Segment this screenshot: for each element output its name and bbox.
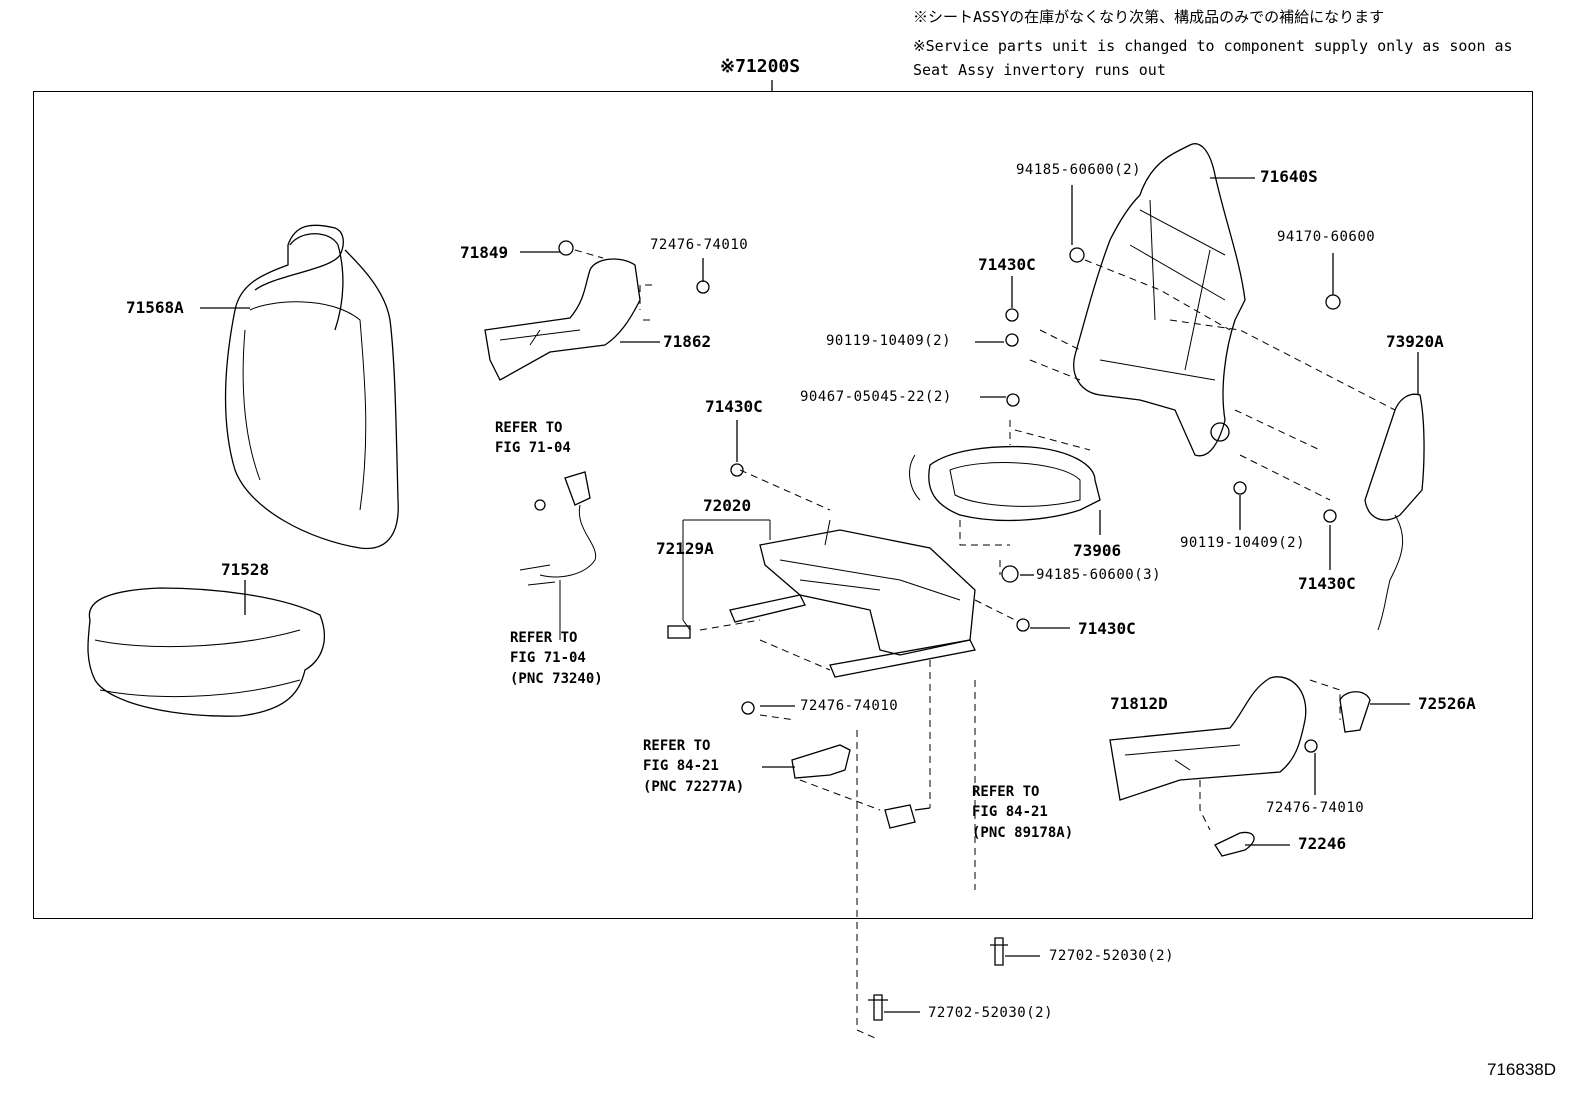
part-72476-74010-right[interactable]: 72476-74010: [1266, 800, 1365, 816]
part-72702-52030-lower[interactable]: 72702-52030(2): [928, 1005, 1054, 1021]
part-90119-10409-2-upper[interactable]: 90119-10409(2): [826, 333, 952, 349]
part-72702-52030-upper[interactable]: 72702-52030(2): [1049, 948, 1175, 964]
part-72246[interactable]: 72246: [1298, 834, 1347, 853]
part-71430C-cushion[interactable]: 71430C: [1078, 619, 1136, 638]
part-94170-60600[interactable]: 94170-60600: [1277, 229, 1376, 245]
part-71568A[interactable]: 71568A: [126, 298, 184, 317]
figure-id: 716838D: [1487, 1060, 1557, 1079]
upper-trim-drawing: [484, 240, 652, 381]
refer-note-fig-71-04-upper[interactable]: REFER TO FIG 71-04: [495, 420, 571, 457]
part-71430C-side[interactable]: 71430C: [1298, 574, 1356, 593]
part-71849[interactable]: 71849: [460, 243, 509, 262]
seatbelt-buckle-drawing: [519, 471, 597, 640]
seat-frame-drawing: [667, 469, 1016, 890]
part-72476-74010-mid[interactable]: 72476-74010: [800, 698, 899, 714]
part-94185-60600-3[interactable]: 94185-60600(3): [1036, 567, 1162, 583]
seatback-cover-drawing: [224, 224, 399, 550]
part-73920A[interactable]: 73920A: [1386, 332, 1444, 351]
part-72020[interactable]: 72020: [703, 496, 752, 515]
side-trim-drawing: [1169, 319, 1425, 631]
part-73906[interactable]: 73906: [1073, 541, 1122, 560]
part-90119-10409-2-lower[interactable]: 90119-10409(2): [1180, 535, 1306, 551]
seat-cushion-cover-drawing: [87, 587, 325, 717]
part-72526A[interactable]: 72526A: [1418, 694, 1476, 713]
diagram-frame: [33, 91, 1533, 919]
lower-cover-drawing: [759, 714, 916, 1039]
bottom-bolts-drawing: [868, 937, 1008, 1021]
part-71812D[interactable]: 71812D: [1110, 694, 1168, 713]
part-72476-74010-top[interactable]: 72476-74010: [650, 237, 749, 253]
part-71430C-frame[interactable]: 71430C: [705, 397, 763, 416]
note-japanese: ※シートASSYの在庫がなくなり次第、構成品のみでの補給になります: [913, 8, 1385, 26]
part-71862[interactable]: 71862: [663, 332, 712, 351]
fastener-heads: [696, 247, 1341, 753]
part-71528[interactable]: 71528: [221, 560, 270, 579]
part-72129A[interactable]: 72129A: [656, 539, 714, 558]
note-english-line1: ※Service parts unit is changed to compon…: [913, 37, 1513, 55]
assembly-part-number[interactable]: ※71200S: [720, 56, 801, 77]
leader-lines: [200, 177, 1419, 1013]
seatback-frame-drawing: [1029, 143, 1331, 501]
part-71430C-back[interactable]: 71430C: [978, 255, 1036, 274]
part-71640S[interactable]: 71640S: [1260, 167, 1318, 186]
cushion-pad-drawing: [909, 420, 1101, 575]
recliner-cover-drawing: [1109, 676, 1371, 857]
refer-note-fig-71-04-lower[interactable]: REFER TO FIG 71-04 (PNC 73240): [510, 630, 603, 687]
refer-note-fig-84-21-left[interactable]: REFER TO FIG 84-21 (PNC 72277A): [643, 738, 745, 795]
note-english-line2: Seat Assy invertory runs out: [913, 61, 1166, 79]
part-94185-60600-2[interactable]: 94185-60600(2): [1016, 162, 1142, 178]
part-90467-05045-22-2[interactable]: 90467-05045-22(2): [800, 389, 952, 405]
refer-note-fig-84-21-right[interactable]: REFER TO FIG 84-21 (PNC 89178A): [972, 784, 1074, 841]
